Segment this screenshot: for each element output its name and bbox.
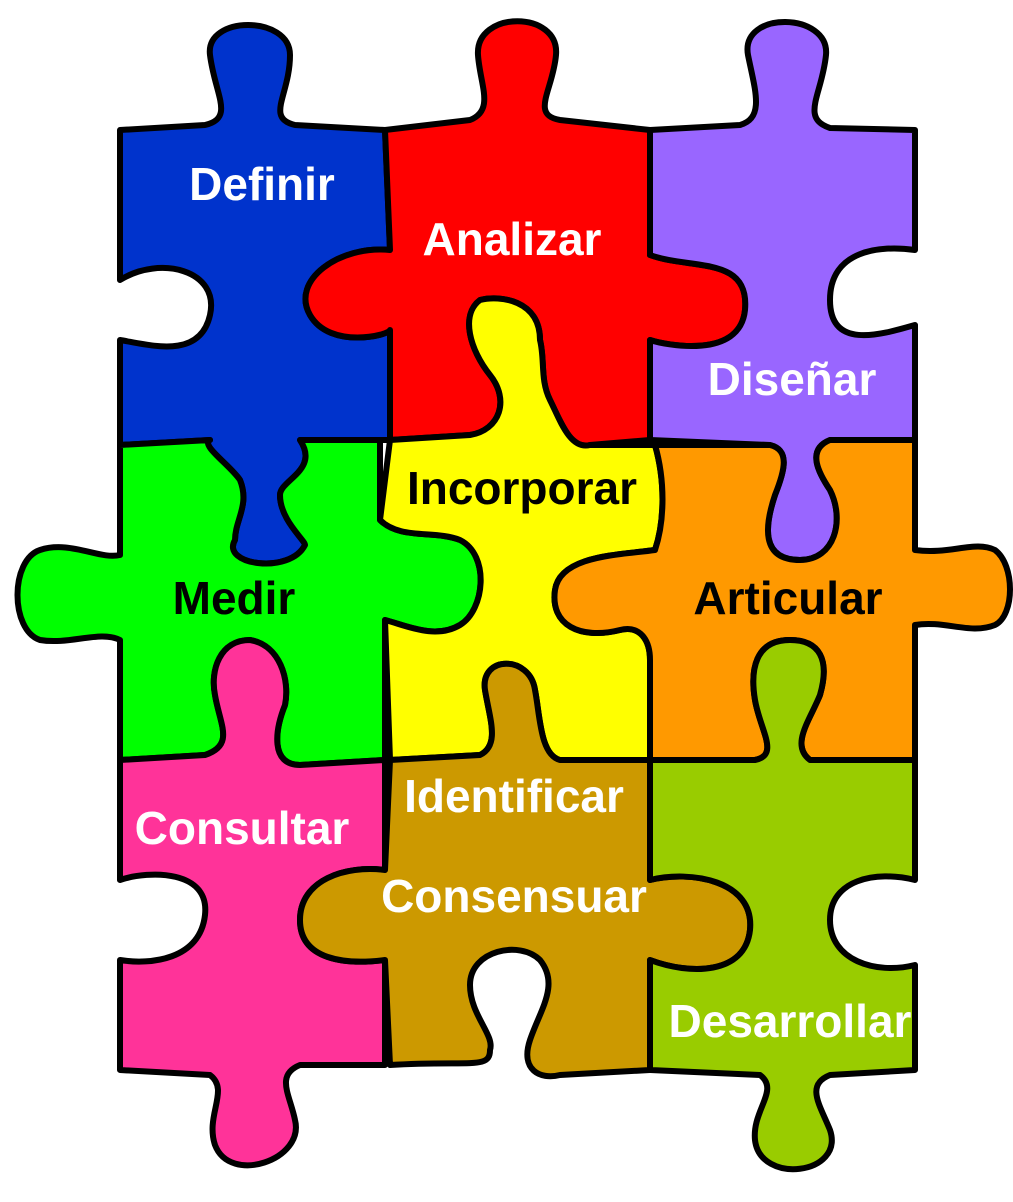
- label-articular: Articular: [693, 572, 882, 624]
- label-definir: Definir: [189, 158, 335, 210]
- label-medir: Medir: [173, 572, 296, 624]
- label-consensuar: Consensuar: [381, 870, 647, 922]
- puzzle-piece-identificar: [297, 660, 754, 1080]
- label-desarrollar: Desarrollar: [669, 995, 912, 1047]
- label-consultar: Consultar: [135, 802, 350, 854]
- label-disenar: Diseñar: [708, 353, 877, 405]
- piece-shape-desarrollar: [647, 637, 918, 1173]
- label-incorporar: Incorporar: [407, 462, 637, 514]
- puzzle-piece-desarrollar: [647, 637, 918, 1173]
- piece-shape-identificar: [297, 660, 754, 1080]
- label-analizar: Analizar: [423, 213, 602, 265]
- label-identificar: Identificar: [404, 770, 624, 822]
